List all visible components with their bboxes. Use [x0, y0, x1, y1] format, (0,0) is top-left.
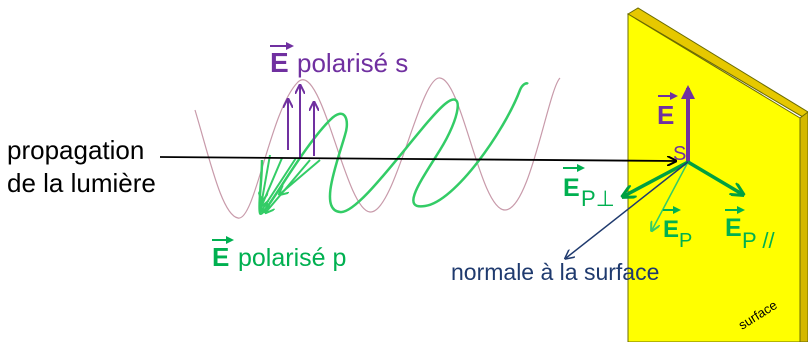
- p-arrow-3: [262, 157, 297, 210]
- ep-perp-arrow: [624, 160, 689, 196]
- propagation-label-line1: propagation: [7, 135, 144, 165]
- label-e-polarise-s: E polarisé s: [270, 42, 408, 78]
- e-s-suffix: polarisé s: [297, 48, 408, 78]
- ep-arrow: [652, 161, 689, 230]
- es-letter: E: [657, 100, 674, 130]
- e-p-letter: E: [212, 242, 229, 272]
- ep-subscript: P: [679, 230, 692, 252]
- ep-perp-letter: E: [563, 174, 580, 202]
- es-subscript: S: [673, 143, 686, 165]
- p-arrow-1: [262, 154, 271, 200]
- ep-perp-subscript: P⊥: [581, 186, 615, 211]
- p-arrow-5: [280, 159, 321, 194]
- propagation-label-line2: de la lumière: [7, 168, 156, 198]
- label-ep: E P: [663, 206, 692, 252]
- label-ep-perp: E P⊥: [563, 164, 615, 211]
- ep-parallel-arrow: [687, 160, 742, 194]
- propagation-arrow: [159, 157, 675, 161]
- label-ep-parallel: E P //: [725, 206, 776, 253]
- p-field-arrows: [262, 154, 321, 212]
- normal-label: normale à la surface: [451, 259, 659, 285]
- label-e-polarise-p: E polarisé p: [212, 236, 346, 272]
- ep-par-letter: E: [725, 214, 742, 242]
- e-s-letter: E: [270, 47, 289, 78]
- p-arrow-2: [262, 157, 283, 205]
- wave-s-polarized: [194, 77, 561, 219]
- s-field-arrows: [288, 86, 314, 158]
- e-p-suffix: polarisé p: [238, 244, 346, 272]
- surface-top-edge: [627, 7, 808, 121]
- wave-p-polarized: [258, 82, 529, 215]
- surface-plate: [627, 7, 808, 342]
- normal-arrow: [566, 161, 689, 258]
- ep-letter: E: [663, 216, 679, 243]
- ep-par-subscript: P //: [742, 228, 776, 253]
- label-es: E S: [657, 92, 686, 165]
- surface-side-edge: [799, 111, 808, 342]
